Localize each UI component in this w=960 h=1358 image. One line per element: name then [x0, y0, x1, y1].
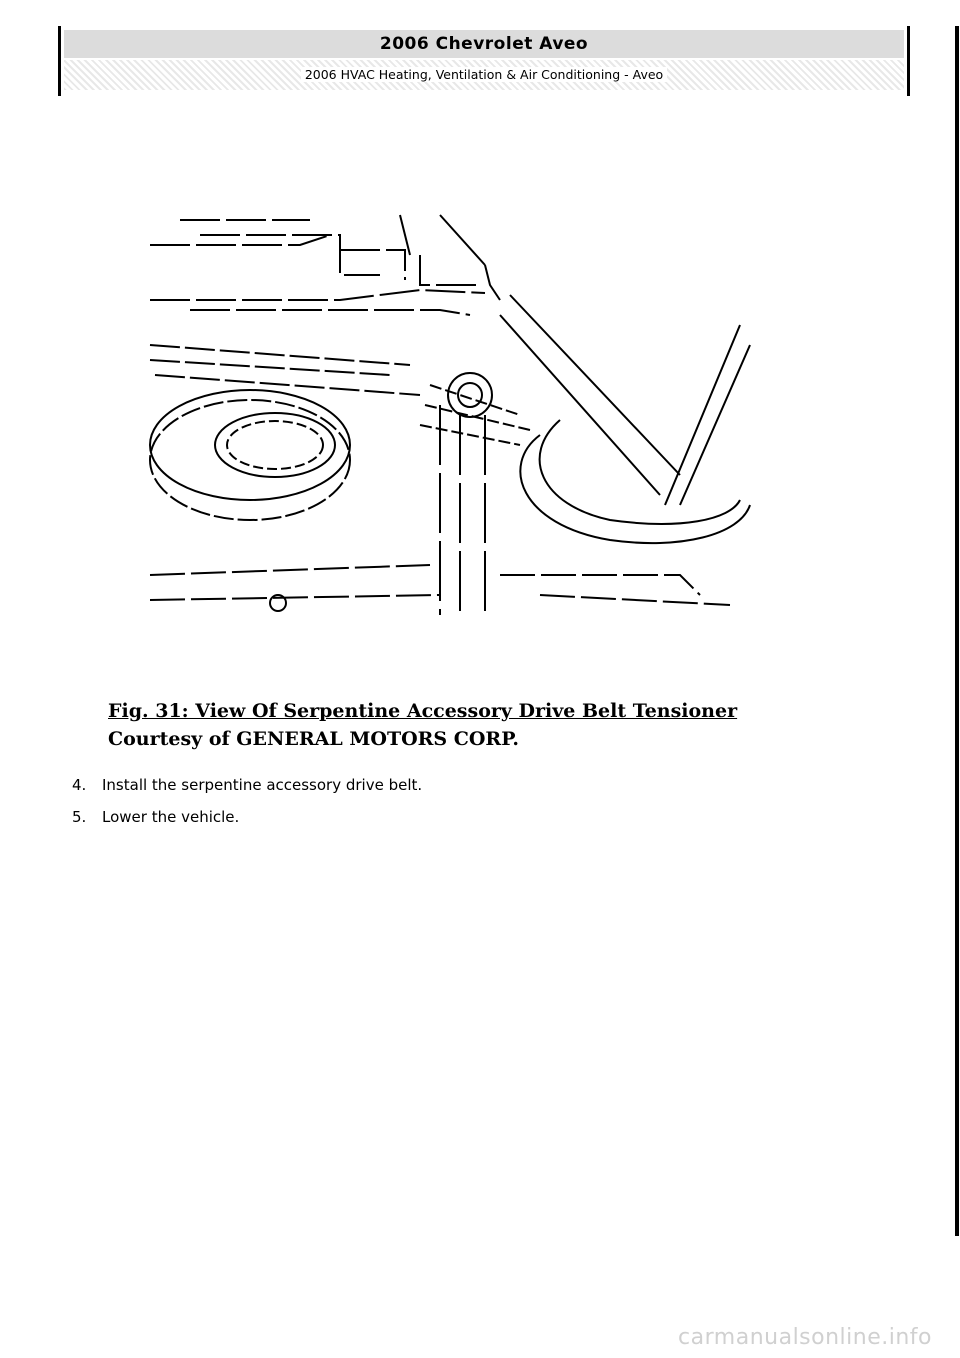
pulley-right — [499, 294, 751, 545]
tensioner-arm — [419, 372, 531, 615]
procedure-steps: 4. Install the serpentine accessory driv… — [72, 776, 422, 840]
figure-caption: Fig. 31: View Of Serpentine Accessory Dr… — [108, 700, 738, 722]
step-number: 5. — [72, 808, 87, 826]
figure-courtesy: Courtesy of GENERAL MOTORS CORP. — [108, 728, 519, 750]
procedure-step: 5. Lower the vehicle. — [72, 808, 422, 840]
document-subtitle-text: 2006 HVAC Heating, Ventilation & Air Con… — [300, 67, 668, 82]
watermark: carmanualsonline.info — [678, 1325, 932, 1350]
page-border-rule — [955, 26, 959, 1236]
document-subtitle: 2006 HVAC Heating, Ventilation & Air Con… — [64, 60, 904, 90]
lower-engine-lines — [149, 564, 731, 612]
step-text: Lower the vehicle. — [102, 808, 240, 826]
wrench-handle — [664, 324, 751, 506]
document-title: 2006 Chevrolet Aveo — [64, 30, 904, 58]
belt-tensioner-illustration — [149, 214, 751, 615]
pulley-left — [149, 389, 351, 521]
procedure-step: 4. Install the serpentine accessory driv… — [72, 776, 422, 808]
upper-engine-lines — [149, 214, 501, 396]
page-header: 2006 Chevrolet Aveo 2006 HVAC Heating, V… — [58, 26, 910, 96]
step-text: Install the serpentine accessory drive b… — [102, 776, 423, 794]
step-number: 4. — [72, 776, 87, 794]
